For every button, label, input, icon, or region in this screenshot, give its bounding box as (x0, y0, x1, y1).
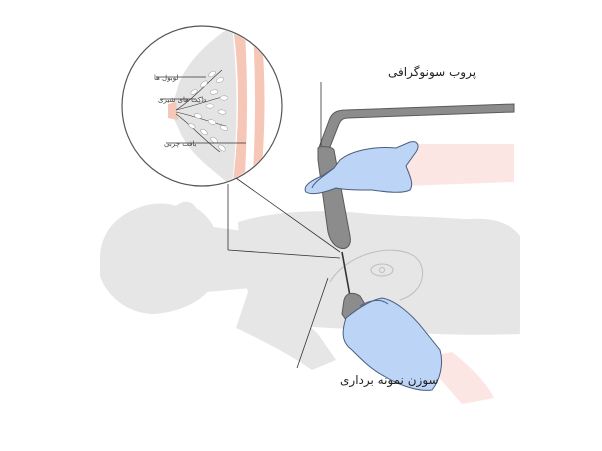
patient-torso (238, 211, 520, 335)
lobule (200, 128, 208, 136)
probe-hand-glove (304, 141, 419, 195)
upper-forearm-skin (404, 144, 514, 186)
inset-areola (168, 102, 178, 120)
lobule (210, 136, 218, 144)
fat-cell (245, 161, 251, 171)
lobule (205, 103, 215, 109)
lobule (200, 80, 208, 88)
probe-label: پروب سونوگرافی (388, 65, 476, 80)
needle-hand-thumb (359, 299, 389, 307)
probe-body (317, 146, 351, 249)
lobule (207, 119, 217, 125)
patient-arm (236, 292, 336, 370)
needle-hand-glove (342, 297, 443, 391)
lobule (219, 125, 229, 131)
inset-connector-right (235, 177, 341, 253)
lobule (193, 113, 203, 119)
needle-label: سوزن نمونه برداری (340, 373, 439, 388)
lobule (218, 144, 226, 152)
patient-head (100, 201, 216, 314)
ultrasound-probe-assembly (304, 103, 515, 249)
fat-cell (248, 99, 254, 109)
lobule (195, 97, 205, 103)
breast-outline (329, 249, 423, 301)
probe-hand-finger (311, 167, 335, 189)
patient-hip (460, 218, 520, 330)
lobules-label: لوبول ها (154, 74, 178, 82)
breast-inset: لوبول ها داکت های شیری بافت چربی (121, 25, 341, 259)
fat-cell (247, 67, 253, 77)
lobule (188, 123, 196, 129)
lobule (209, 89, 219, 95)
inset-connector-bottom (227, 249, 341, 259)
lobule (219, 95, 229, 101)
inset-duct (175, 113, 221, 153)
lobule (208, 70, 216, 78)
inset-duct (175, 111, 227, 127)
inset-lobule-clusters (188, 70, 229, 152)
inset-duct (175, 69, 223, 111)
lobule (190, 89, 198, 95)
nipple-center (379, 267, 385, 273)
nipple (370, 263, 394, 277)
milk-ducts-label: داکت های شیری (158, 96, 206, 104)
biopsy-needle-assembly (341, 251, 494, 404)
fat-tissue-label: بافت چربی (164, 140, 197, 148)
patient-silhouette (100, 201, 520, 370)
needle-shaft (341, 251, 351, 297)
fat-cell (247, 131, 253, 141)
probe-cable (317, 103, 515, 153)
lobule (215, 77, 225, 83)
lobule (217, 109, 227, 115)
needle-leader (296, 277, 329, 369)
